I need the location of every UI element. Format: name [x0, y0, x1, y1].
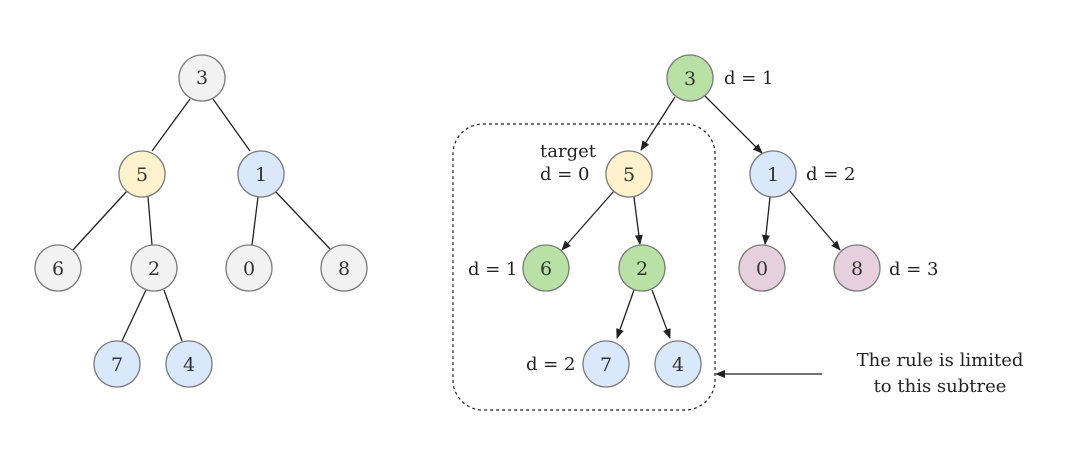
root-distance-label: d = 1: [724, 68, 774, 89]
right-edge-2-7: [616, 289, 635, 339]
right-node-6: 6: [522, 244, 570, 292]
note-line-2: to this subtree: [874, 376, 1007, 397]
left-node-2-circle: [130, 244, 178, 292]
left-node-2-label: 2: [148, 258, 160, 280]
right-node-8-label: 8: [851, 258, 863, 280]
right-node-6-label: 6: [540, 258, 552, 280]
right-node-4-label: 4: [672, 354, 684, 376]
left-node-3-circle: [178, 54, 226, 102]
right-edge-1-0: [761, 196, 771, 245]
right-edge-5-6: [561, 190, 615, 251]
left-node-6: 6: [34, 244, 82, 292]
left-node-3-label: 3: [196, 67, 208, 89]
right-node-7-label: 7: [600, 354, 612, 376]
node-6-distance-label: d = 1: [468, 259, 518, 280]
right-node-0-circle: [738, 244, 786, 292]
left-node-5-circle: [118, 150, 166, 198]
node-1-distance-label: d = 2: [806, 164, 856, 185]
right-node-3-label: 3: [684, 68, 696, 90]
left-node-4-label: 4: [183, 354, 195, 376]
left-node-0: 0: [225, 244, 273, 292]
left-edge-3-5: [151, 98, 191, 152]
left-edge-5-6: [71, 190, 128, 252]
right-edge-3-1: [703, 94, 763, 154]
right-edge-3-5: [640, 96, 676, 151]
right-node-0-label: 0: [756, 258, 768, 280]
right-node-7-circle: [582, 340, 630, 388]
left-node-7-label: 7: [111, 354, 123, 376]
left-node-0-circle: [225, 244, 273, 292]
left-node-5: 5: [118, 150, 166, 198]
left-edge-2-4: [163, 289, 183, 342]
left-node-1-circle: [237, 150, 285, 198]
right-node-7: 7: [582, 340, 630, 388]
left-edge-2-7: [121, 289, 147, 342]
right-edge-1-8: [788, 189, 841, 251]
left-tree: 3 5 1 6 2 0 8 7: [34, 54, 368, 388]
left-edge-5-2: [147, 196, 153, 246]
target-word-label: target: [540, 141, 597, 162]
right-node-8-circle: [833, 244, 881, 292]
left-node-1: 1: [237, 150, 285, 198]
left-node-3: 3: [178, 54, 226, 102]
right-node-0: 0: [738, 244, 786, 292]
left-node-2: 2: [130, 244, 178, 292]
left-node-4: 4: [165, 340, 213, 388]
left-node-5-label: 5: [136, 164, 148, 186]
left-node-0-label: 0: [243, 258, 255, 280]
left-node-7: 7: [93, 340, 141, 388]
right-node-8: 8: [833, 244, 881, 292]
left-node-7-circle: [93, 340, 141, 388]
left-edge-3-1: [212, 98, 251, 152]
left-node-6-label: 6: [52, 258, 64, 280]
left-edge-1-0: [251, 196, 259, 246]
node-7-distance-label: d = 2: [526, 354, 576, 375]
right-tree: 3 5 1 6 2 0 8 7: [452, 54, 1024, 411]
node-8-distance-label: d = 3: [889, 259, 939, 280]
right-node-1: 1: [749, 150, 797, 198]
target-distance-label: d = 0: [540, 164, 590, 185]
right-node-2: 2: [618, 244, 666, 292]
right-node-2-label: 2: [636, 258, 648, 280]
right-node-4-circle: [654, 340, 702, 388]
left-node-8: 8: [320, 244, 368, 292]
note-line-1: The rule is limited: [857, 350, 1024, 371]
subtree-boundary-box: [452, 123, 716, 411]
right-node-3-circle: [666, 54, 714, 102]
left-node-4-circle: [165, 340, 213, 388]
right-node-3: 3: [666, 54, 714, 102]
right-node-4: 4: [654, 340, 702, 388]
right-edge-5-2: [633, 196, 643, 245]
right-node-5-circle: [605, 150, 653, 198]
right-edge-2-4: [651, 289, 671, 339]
left-edge-1-8: [274, 190, 333, 252]
left-node-8-label: 8: [338, 258, 350, 280]
right-node-1-label: 1: [767, 164, 779, 186]
left-node-8-circle: [320, 244, 368, 292]
left-node-6-circle: [34, 244, 82, 292]
right-node-6-circle: [522, 244, 570, 292]
right-node-1-circle: [749, 150, 797, 198]
right-node-5-label: 5: [623, 164, 635, 186]
right-node-2-circle: [618, 244, 666, 292]
left-node-1-label: 1: [255, 164, 267, 186]
right-node-5: 5: [605, 150, 653, 198]
